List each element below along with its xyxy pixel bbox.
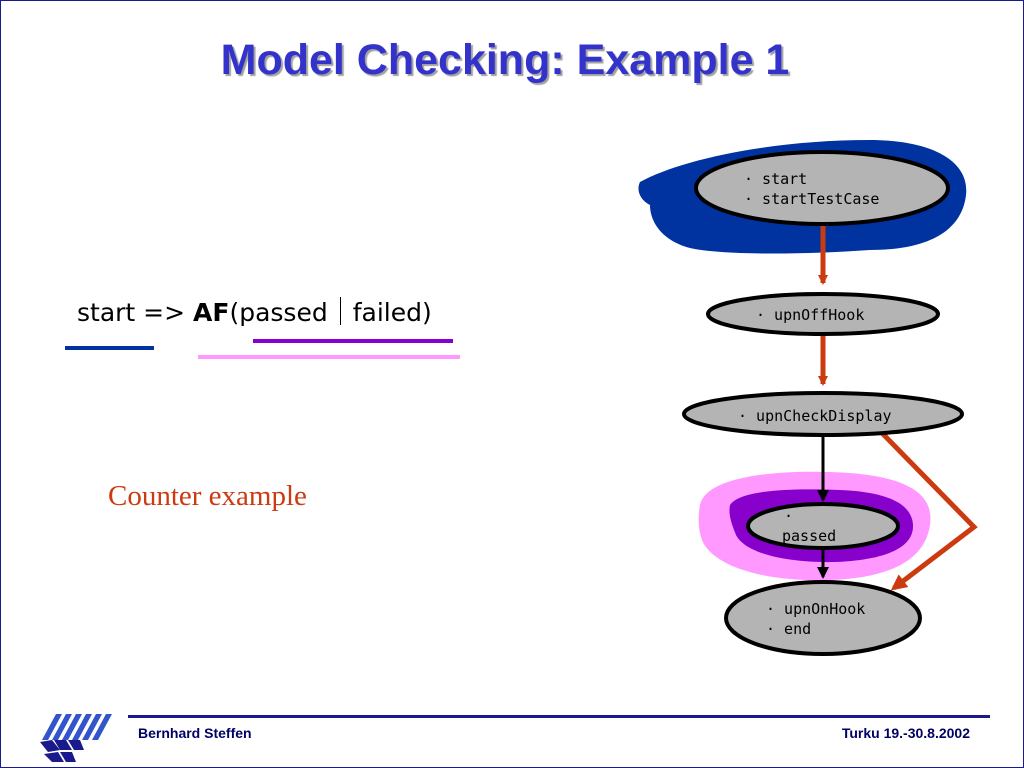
node-upncheckdisplay: · upnCheckDisplay (682, 391, 964, 437)
university-logo-icon (40, 714, 112, 762)
node-upnonhook-line1: · upnOnHook (766, 600, 865, 618)
node-start-line1: · start (744, 170, 807, 188)
node-upnonhook-line2: · end (766, 620, 811, 638)
formula-start: start => (77, 298, 194, 327)
formula-af: AF (193, 298, 230, 327)
node-start-line2: · startTestCase (744, 190, 879, 208)
af-underline (253, 339, 453, 343)
formula-passed: (passed (229, 298, 328, 327)
node-start: · start · startTestCase (694, 150, 950, 226)
node-upnoffhook-line1: · upnOffHook (756, 306, 864, 324)
passed-underline (198, 355, 460, 359)
start-underline (65, 346, 154, 350)
formula: start => AF(passed failed) (77, 297, 432, 327)
node-upncheckdisplay-line1: · upnCheckDisplay (738, 407, 892, 425)
edge-checkdisplay-onhook (880, 431, 978, 591)
footer-author: Bernhard Steffen (138, 725, 252, 741)
slide-title: Model Checking: Example 1 (220, 36, 790, 84)
footer-divider (128, 715, 990, 718)
node-upnoffhook: · upnOffHook (706, 292, 940, 336)
footer-event: Turku 19.-30.8.2002 (841, 725, 970, 741)
node-passed-line2: passed (782, 527, 836, 545)
counter-example-label: Counter example (108, 480, 307, 512)
node-passed: · passed (746, 502, 900, 550)
formula-failed: failed) (352, 298, 432, 327)
node-passed-line1: · (784, 507, 793, 525)
formula-or-bar (339, 297, 341, 325)
node-upnonhook: · upnOnHook · end (724, 580, 922, 656)
